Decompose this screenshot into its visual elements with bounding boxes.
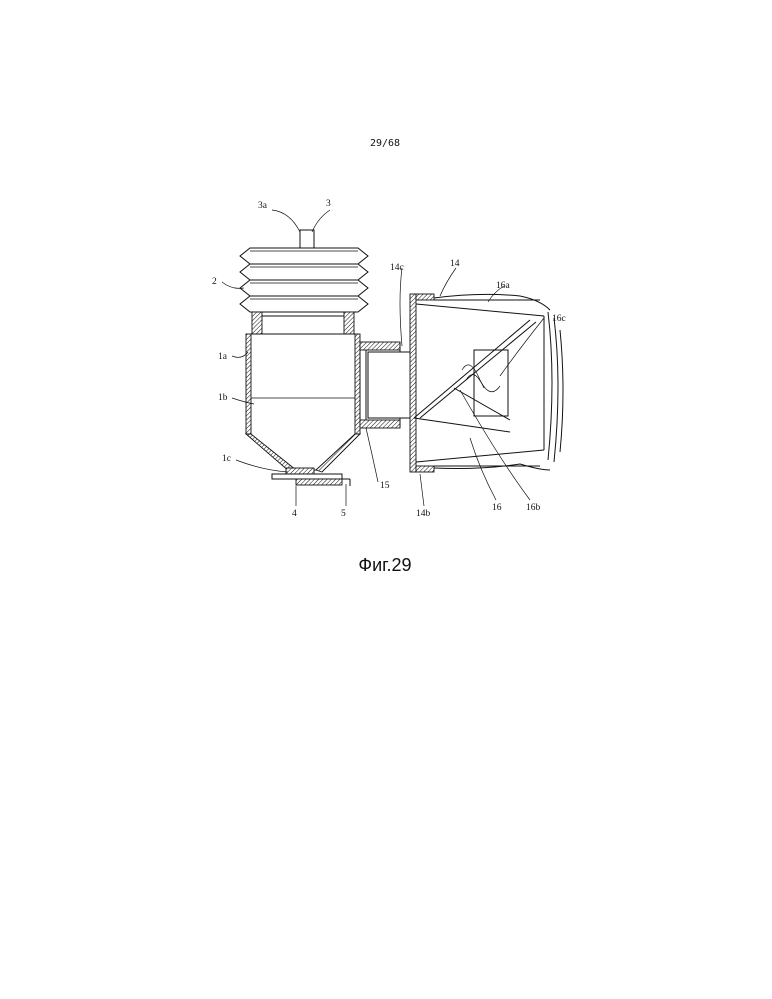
ring-right xyxy=(344,312,354,334)
label-14b: 14b xyxy=(416,509,431,519)
leader-lines xyxy=(222,210,544,506)
label-1c: 1c xyxy=(222,454,231,464)
label-1a: 1a xyxy=(218,352,228,362)
label-14: 14 xyxy=(450,259,460,269)
nozzle xyxy=(300,230,314,248)
bottom-valve xyxy=(272,468,350,486)
label-15: 15 xyxy=(380,481,390,491)
label-16a: 16a xyxy=(496,281,511,291)
label-5: 5 xyxy=(341,509,346,519)
figure-caption: Фиг.29 xyxy=(320,555,450,576)
label-3: 3 xyxy=(326,199,331,209)
label-16b: 16b xyxy=(526,503,541,513)
label-2: 2 xyxy=(212,277,217,287)
container-body xyxy=(246,334,360,472)
label-16c: 16c xyxy=(552,314,566,324)
label-14c: 14c xyxy=(390,263,404,273)
label-16: 16 xyxy=(492,503,502,513)
label-1b: 1b xyxy=(218,393,228,403)
label-3a: 3a xyxy=(258,201,268,211)
bellows xyxy=(240,248,368,312)
connecting-pipe xyxy=(360,342,414,428)
ring-left xyxy=(252,312,262,334)
label-4: 4 xyxy=(292,509,297,519)
